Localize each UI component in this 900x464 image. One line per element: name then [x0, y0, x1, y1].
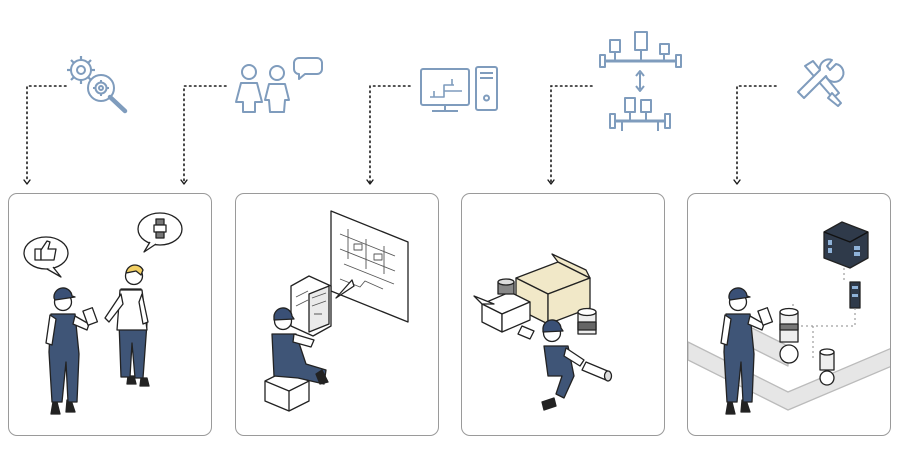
connector-arrowheads — [23, 179, 741, 185]
valve-large — [779, 307, 799, 364]
standing-technician-figure — [720, 287, 774, 415]
wrench-screwdriver-icon — [797, 58, 845, 107]
controller-box — [823, 221, 869, 269]
dotted-connectors — [26, 85, 777, 183]
people-speech-bubble-icon — [235, 57, 323, 113]
consultation-handshake-scene — [23, 212, 183, 415]
valve-bubble-icon — [137, 212, 183, 253]
step-icons-row — [23, 31, 845, 185]
installation-pipe-valves-scene — [688, 221, 890, 415]
technician-figure — [45, 287, 99, 415]
signal-wiring — [792, 268, 856, 360]
thumbs-up-bubble-icon — [23, 236, 69, 278]
parts-box-large — [515, 253, 591, 325]
consultation-panel — [8, 193, 212, 436]
installation-panel — [687, 193, 891, 436]
engineer-planning-at-computer-scene — [264, 210, 409, 412]
client-figure — [104, 264, 150, 387]
pump-part — [577, 307, 597, 335]
sensor-unit — [849, 281, 861, 309]
parts-box-small — [473, 278, 531, 333]
schematic-board — [330, 210, 409, 323]
planning-panel — [235, 193, 439, 436]
seated-technician-figure — [271, 307, 329, 385]
valve-small — [819, 348, 835, 386]
supply-panel — [461, 193, 665, 436]
boxes-of-parts-assembly-scene — [473, 253, 613, 411]
gear-magnifier-icon — [67, 56, 128, 114]
kneeling-technician-figure — [541, 319, 585, 411]
computer-schematic-icon — [420, 66, 498, 112]
computer-workstation — [290, 275, 332, 337]
valve-assemblies-exchange-icon — [599, 31, 682, 131]
